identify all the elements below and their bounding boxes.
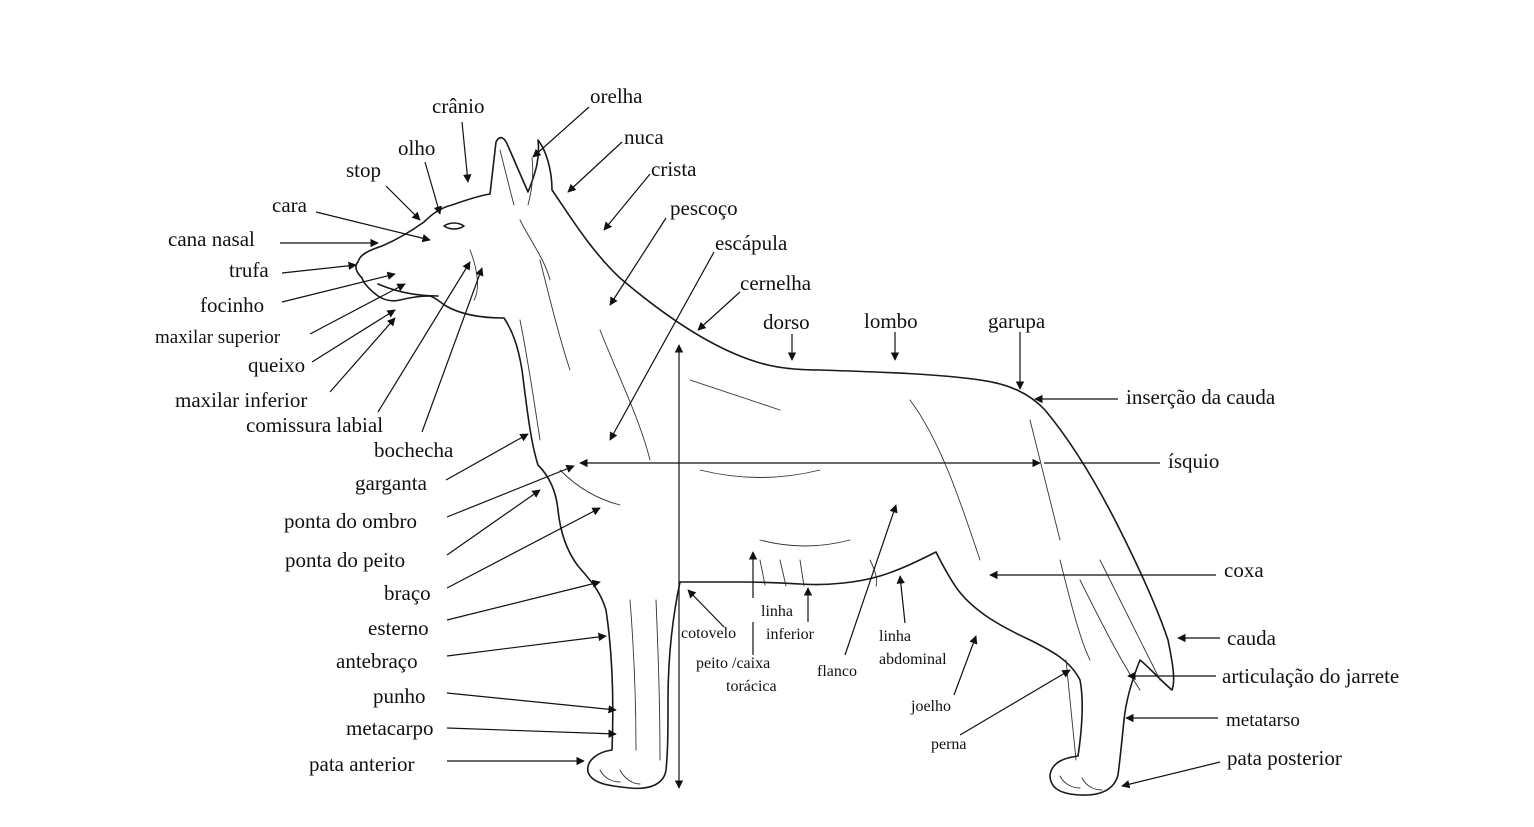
label-linha-abdominal-1: linha [879, 628, 911, 645]
label-antebraco: antebraço [336, 649, 418, 673]
label-cotovelo: cotovelo [681, 625, 736, 642]
label-nuca: nuca [624, 125, 664, 149]
label-pata-anterior: pata anterior [309, 752, 415, 776]
label-pescoco: pescoço [670, 196, 738, 220]
label-insercao-cauda: inserção da cauda [1126, 385, 1276, 409]
label-esterno: esterno [368, 616, 429, 640]
label-metatarso: metatarso [1226, 710, 1300, 731]
label-cana-nasal: cana nasal [168, 227, 255, 251]
label-cernelha: cernelha [740, 271, 812, 295]
label-olho: olho [398, 136, 435, 160]
label-joelho: joelho [910, 698, 951, 715]
label-pata-posterior: pata posterior [1227, 746, 1342, 770]
label-bochecha: bochecha [374, 438, 454, 462]
label-maxilar-inferior: maxilar inferior [175, 388, 307, 412]
label-dorso: dorso [763, 310, 810, 334]
label-linha-inferior-2: inferior [766, 626, 815, 643]
label-coxa: coxa [1224, 558, 1264, 582]
label-orelha: orelha [590, 84, 643, 108]
label-peito-2: torácica [726, 678, 777, 695]
label-linha-inferior-1: linha [761, 603, 793, 620]
label-perna: perna [931, 736, 967, 753]
label-punho: punho [373, 684, 426, 708]
label-comissura-labial: comissura labial [246, 413, 383, 437]
label-maxilar-superior: maxilar superior [155, 327, 281, 348]
label-cara: cara [272, 193, 308, 217]
label-focinho: focinho [200, 293, 264, 317]
label-escapula: escápula [715, 231, 788, 255]
label-lombo: lombo [864, 309, 918, 333]
label-peito-1: peito /caixa [696, 655, 770, 672]
label-crista: crista [651, 157, 697, 181]
label-stop: stop [346, 158, 381, 182]
label-ponta-ombro: ponta do ombro [284, 509, 417, 533]
label-trufa: trufa [229, 258, 269, 282]
label-cranio: crânio [432, 94, 484, 118]
label-garupa: garupa [988, 309, 1046, 333]
label-linha-abdominal-2: abdominal [879, 651, 947, 668]
label-metacarpo: metacarpo [346, 716, 433, 740]
label-cauda: cauda [1227, 626, 1277, 650]
label-queixo: queixo [248, 353, 305, 377]
anatomy-labels: orelha crânio nuca olho crista stop cara… [155, 84, 1399, 776]
label-articulacao-jarrete: articulação do jarrete [1222, 664, 1399, 688]
label-ponta-peito: ponta do peito [285, 548, 405, 572]
label-garganta: garganta [355, 471, 428, 495]
leader-lines [280, 106, 1221, 789]
label-braco: braço [384, 581, 431, 605]
dog-illustration [355, 136, 1175, 796]
label-isquio: ísquio [1168, 449, 1219, 473]
measurement-lines [579, 344, 1041, 789]
label-flanco: flanco [817, 663, 857, 680]
